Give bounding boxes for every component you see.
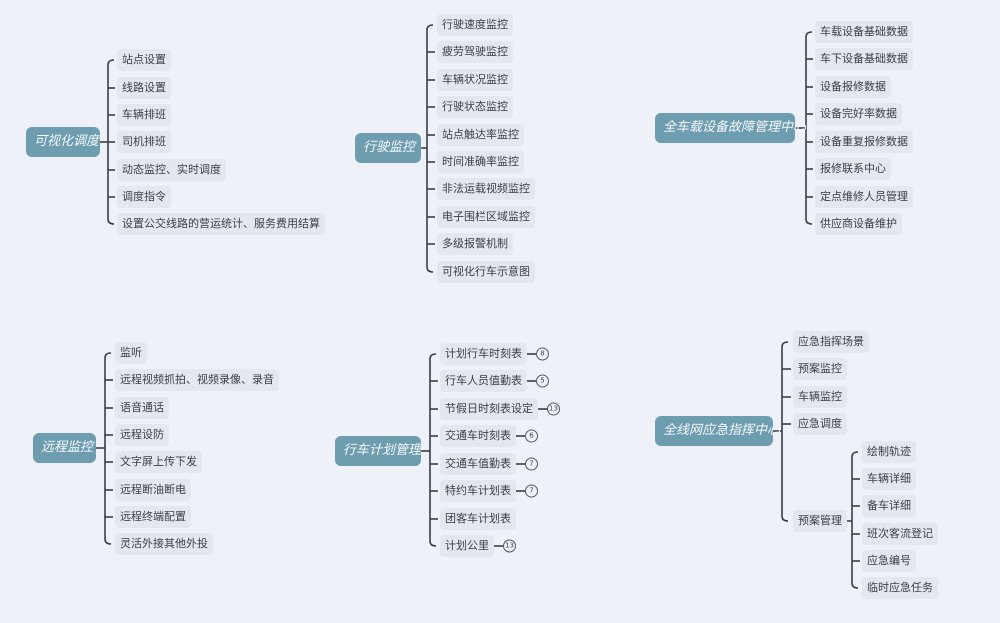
grandchild-node[interactable]: 班次客流登记 xyxy=(862,523,938,545)
child-node[interactable]: 灵活外接其他外投 xyxy=(115,533,213,555)
child-node[interactable]: 监听 xyxy=(115,342,147,364)
child-node[interactable]: 计划公里 xyxy=(440,535,494,557)
child-node[interactable]: 可视化行车示意图 xyxy=(437,261,535,283)
count-badge[interactable]: 7 xyxy=(525,457,538,471)
child-node[interactable]: 设置公交线路的营运统计、服务费用结算 xyxy=(117,213,325,235)
child-node[interactable]: 车载设备基础数据 xyxy=(815,21,913,43)
child-node[interactable]: 线路设置 xyxy=(117,77,171,99)
child-node[interactable]: 交通车时刻表 xyxy=(440,425,516,447)
root-node-device-fault-center[interactable]: 全车载设备故障管理中心 xyxy=(655,113,806,143)
root-node-emergency-center[interactable]: 全线网应急指挥中心 xyxy=(655,416,780,446)
child-node[interactable]: 车辆排班 xyxy=(117,104,171,126)
grandchild-node[interactable]: 备车详细 xyxy=(862,495,916,517)
child-node[interactable]: 疲劳驾驶监控 xyxy=(437,41,513,63)
connector-driving-monitor-spine xyxy=(426,24,434,273)
connector-trip-plan-spine xyxy=(429,353,437,547)
child-node[interactable]: 车辆监控 xyxy=(793,386,847,408)
root-node-visual-dispatch[interactable]: 可视化调度 xyxy=(26,127,100,157)
child-node[interactable]: 交通车值勤表 xyxy=(440,453,516,475)
child-node[interactable]: 行车人员值勤表 xyxy=(440,370,527,392)
child-node[interactable]: 时间准确率监控 xyxy=(437,151,524,173)
child-node[interactable]: 远程视频抓拍、视频录像、录音 xyxy=(115,369,279,391)
child-node[interactable]: 报修联系中心 xyxy=(815,158,891,180)
grandchild-node[interactable]: 绘制轨迹 xyxy=(862,441,916,463)
child-node[interactable]: 车辆状况监控 xyxy=(437,69,513,91)
grandchild-node[interactable]: 应急编号 xyxy=(862,550,916,572)
child-node[interactable]: 远程断油断电 xyxy=(115,479,191,501)
child-node[interactable]: 设备报修数据 xyxy=(815,76,891,98)
child-node[interactable]: 站点触达率监控 xyxy=(437,124,524,146)
child-node[interactable]: 定点维修人员管理 xyxy=(815,186,913,208)
grandchild-node[interactable]: 车辆详细 xyxy=(862,468,916,490)
connector-sub-spine xyxy=(851,451,859,589)
child-node[interactable]: 计划行车时刻表 xyxy=(440,343,527,365)
count-badge[interactable]: 13 xyxy=(547,402,560,416)
child-node[interactable]: 多级报警机制 xyxy=(437,233,513,255)
child-node[interactable]: 行驶速度监控 xyxy=(437,14,513,36)
count-badge[interactable]: 13 xyxy=(503,539,516,553)
child-node[interactable]: 应急指挥场景 xyxy=(793,331,869,353)
child-node[interactable]: 文字屏上传下发 xyxy=(115,451,202,473)
child-node[interactable]: 动态监控、实时调度 xyxy=(117,159,226,181)
child-node[interactable]: 设备完好率数据 xyxy=(815,103,902,125)
child-node[interactable]: 电子围栏区域监控 xyxy=(437,206,535,228)
connector-emergency-center-spine xyxy=(781,341,789,522)
root-node-trip-plan[interactable]: 行车计划管理 xyxy=(335,436,421,466)
connector-device-fault-center-spine xyxy=(805,31,813,225)
root-node-driving-monitor[interactable]: 行驶监控 xyxy=(355,133,421,163)
child-node[interactable]: 团客车计划表 xyxy=(440,508,516,530)
child-node[interactable]: 预案监控 xyxy=(793,358,847,380)
child-node[interactable]: 特约车计划表 xyxy=(440,480,516,502)
child-node[interactable]: 供应商设备维护 xyxy=(815,213,902,235)
child-node[interactable]: 预案管理 xyxy=(793,510,847,532)
child-node[interactable]: 站点设置 xyxy=(117,49,171,71)
child-node[interactable]: 远程设防 xyxy=(115,424,169,446)
child-node[interactable]: 远程终端配置 xyxy=(115,506,191,528)
child-node[interactable]: 语音通话 xyxy=(115,397,169,419)
count-badge[interactable]: 8 xyxy=(536,347,549,361)
child-node[interactable]: 应急调度 xyxy=(793,413,847,435)
count-badge[interactable]: 6 xyxy=(525,429,538,443)
child-node[interactable]: 设备重复报修数据 xyxy=(815,131,913,153)
grandchild-node[interactable]: 临时应急任务 xyxy=(862,577,938,599)
child-node[interactable]: 行驶状态监控 xyxy=(437,96,513,118)
count-badge[interactable]: 5 xyxy=(536,374,549,388)
connector-remote-monitor-spine xyxy=(104,352,112,545)
count-badge[interactable]: 7 xyxy=(525,484,538,498)
child-node[interactable]: 非法运载视频监控 xyxy=(437,178,535,200)
child-node[interactable]: 调度指令 xyxy=(117,186,171,208)
child-node[interactable]: 司机排班 xyxy=(117,131,171,153)
root-node-remote-monitor[interactable]: 远程监控 xyxy=(33,433,96,463)
child-node[interactable]: 车下设备基础数据 xyxy=(815,48,913,70)
child-node[interactable]: 节假日时刻表设定 xyxy=(440,398,538,420)
